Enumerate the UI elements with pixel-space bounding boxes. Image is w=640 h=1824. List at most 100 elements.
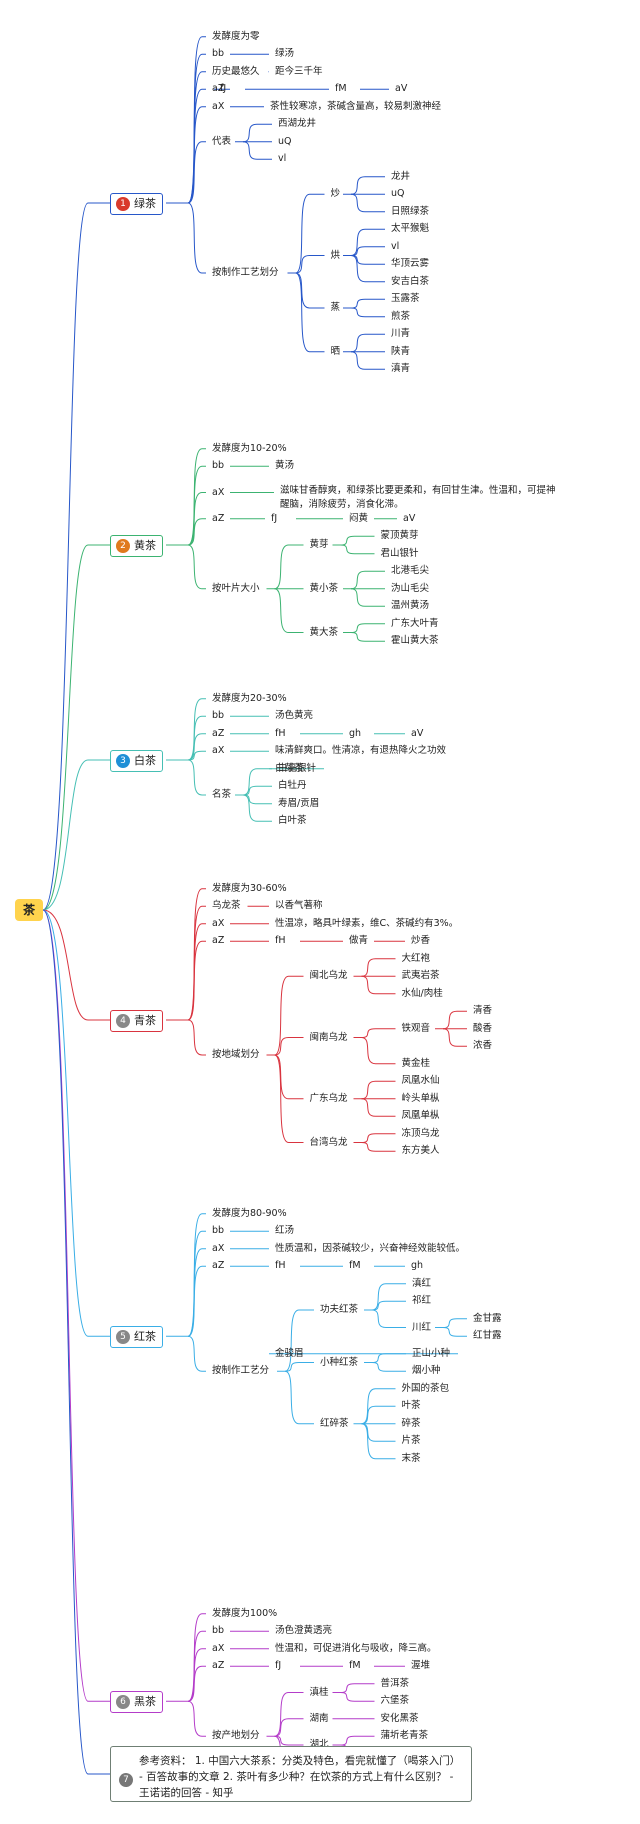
node-categories-4-kids-4-kids-2-kids-0[interactable]: 外国的茶包 [401, 1382, 450, 1394]
node-categories-3-kids-4[interactable]: 按地域划分 [212, 1049, 260, 1060]
chain-categories-2-kids-3-0[interactable]: 味清鲜爽口。性清凉，有退热降火之功效 [275, 745, 447, 757]
node-categories-4-kids-4-kids-2[interactable]: 红碎茶 [320, 1417, 349, 1429]
node-categories-0-kids-6-kids-1-kids-1[interactable]: vl [391, 240, 400, 252]
chain-categories-2-kids-2-2[interactable]: aV [411, 727, 424, 739]
chain-categories-5-kids-3-0[interactable]: fJ [275, 1660, 282, 1672]
node-categories-0-kids-0[interactable]: 发酵度为零 [212, 30, 260, 42]
node-categories-1-kids-4-kids-0-kids-1[interactable]: 君山银针 [380, 547, 419, 559]
node-categories-0-kids-6-kids-3-kids-1[interactable]: 陕青 [391, 345, 411, 357]
node-categories-5-kids-4-kids-1-kids-0[interactable]: 安化黑茶 [380, 1712, 419, 1724]
node-categories-3-kids-4-kids-3-kids-1[interactable]: 东方美人 [401, 1145, 440, 1157]
node-categories-0-kids-3[interactable]: aZ [212, 83, 225, 95]
node-categories-0-kids-5-kids-1[interactable]: uQ [278, 135, 292, 147]
chain-categories-4-kids-3-0[interactable]: fH [275, 1260, 286, 1272]
node-categories-3-kids-4-kids-3-kids-0[interactable]: 冻顶乌龙 [401, 1127, 440, 1139]
node-categories-1-kids-3[interactable]: aZ [212, 512, 225, 524]
node-categories-4-kids-3[interactable]: aZ [212, 1260, 225, 1272]
node-categories-3-kids-4-kids-2-kids-0[interactable]: 凤凰水仙 [401, 1075, 440, 1087]
node-categories-0-kids-5-kids-0[interactable]: 西湖龙井 [278, 118, 317, 130]
chain-categories-4-kids-4-kids-1-kids-0-0[interactable]: 金骏眉 [275, 1347, 304, 1359]
node-categories-1-kids-4-kids-0[interactable]: 黄芽 [309, 539, 329, 550]
chain-categories-2-kids-2-1[interactable]: gh [349, 727, 362, 739]
node-categories-3-kids-4-kids-2[interactable]: 广东乌龙 [309, 1092, 348, 1104]
node-categories-0-kids-2[interactable]: 历史最悠久 [212, 65, 260, 77]
node-categories-3-kids-1[interactable]: 乌龙茶 [212, 900, 241, 912]
node-categories-0-kids-5[interactable]: 代表 [212, 135, 232, 147]
node-categories-5-kids-2[interactable]: aX [212, 1642, 225, 1654]
node-categories-4-kids-0[interactable]: 发酵度为80-90% [212, 1207, 287, 1219]
node-categories-5-kids-3[interactable]: aZ [212, 1660, 225, 1672]
node-categories-4-kids-4[interactable]: 按制作工艺分 [212, 1365, 270, 1377]
chain-categories-3-kids-1-0[interactable]: 以香气著称 [275, 900, 323, 912]
chain-categories-4-kids-3-1[interactable]: fM [349, 1260, 361, 1272]
node-categories-0-kids-6-kids-0[interactable]: 炒 [330, 188, 341, 200]
node-categories-3-kids-4-kids-1-kids-0[interactable]: 铁观音 [401, 1022, 431, 1034]
node-categories-0-kids-6-kids-3-kids-0[interactable]: 川青 [391, 328, 411, 340]
node-categories-0-kids-6-kids-2-kids-1[interactable]: 煎茶 [391, 310, 411, 322]
node-categories-2-kids-2[interactable]: aZ [212, 727, 225, 739]
node-categories-3-kids-4-kids-1-kids-1[interactable]: 黄金桂 [401, 1057, 431, 1069]
chain-categories-4-kids-2-0[interactable]: 性质温和，因茶碱较少，兴奋神经效能较低。 [275, 1242, 466, 1254]
node-categories-5-kids-4[interactable]: 按产地划分 [212, 1730, 260, 1742]
node-categories-5-kids-4-kids-0-kids-1[interactable]: 六堡茶 [380, 1695, 410, 1707]
node-categories-3-kids-4-kids-0-kids-2[interactable]: 水仙/肉桂 [401, 987, 443, 999]
node-categories-0-kids-5-kids-2[interactable]: vl [278, 153, 287, 165]
chain-categories-1-kids-3-2[interactable]: aV [403, 512, 416, 524]
node-categories-3-kids-2[interactable]: aX [212, 917, 225, 929]
node-categories-2-kids-3[interactable]: aX [212, 745, 225, 757]
chain-categories-2-kids-2-0[interactable]: fH [275, 727, 286, 739]
chain-categories-0-kids-3-1[interactable]: fM [335, 83, 347, 95]
node-categories-1-kids-4-kids-0-kids-0[interactable]: 蒙顶黄芽 [380, 530, 419, 542]
node-categories-2-kids-4-kids-3[interactable]: 白叶茶 [278, 815, 307, 827]
chain-categories-0-kids-1-0[interactable]: 绿汤 [275, 48, 295, 60]
chain-categories-3-kids-2-0[interactable]: 性温凉，略具叶绿素，维C、茶碱约有3%。 [275, 917, 459, 929]
node-categories-3-kids-4-kids-0-kids-0[interactable]: 大红袍 [401, 952, 431, 964]
node-categories-1-kids-4-kids-2-kids-0[interactable]: 广东大叶青 [391, 617, 439, 629]
chain-categories-0-kids-3-0[interactable]: fJ [220, 83, 227, 95]
chain-categories-4-kids-1-0[interactable]: 红汤 [275, 1225, 295, 1237]
node-categories-0-kids-1[interactable]: bb [212, 48, 225, 60]
node-categories-1-kids-4-kids-2-kids-1[interactable]: 霍山黄大茶 [391, 635, 439, 647]
node-categories-4-kids-4-kids-0-kids-0[interactable]: 滇红 [412, 1277, 432, 1289]
node-categories-0-kids-6-kids-0-kids-1[interactable]: uQ [391, 188, 405, 200]
reference-node[interactable]: 7 参考资料： 1. 中国六大茶系：分类及特色，看完就懂了（喝茶入门） - 百答… [110, 1746, 472, 1802]
node-categories-2-kids-0[interactable]: 发酵度为20-30% [212, 692, 287, 704]
node-categories-5-kids-1[interactable]: bb [212, 1625, 225, 1637]
node-categories-3-kids-3[interactable]: aZ [212, 935, 225, 947]
node-categories-4-kids-4-kids-0-kids-2-kids-1[interactable]: 红甘露 [473, 1330, 502, 1342]
node-categories-3-kids-0[interactable]: 发酵度为30-60% [212, 882, 287, 894]
node-categories-5-kids-4-kids-0[interactable]: 滇桂 [309, 1686, 329, 1698]
node-categories-3-kids-4-kids-2-kids-1[interactable]: 岭头单枞 [401, 1092, 440, 1104]
chain-categories-0-kids-2-0[interactable]: 距今三千年 [275, 65, 323, 77]
chain-categories-3-kids-3-1[interactable]: 做青 [349, 935, 369, 947]
node-categories-1-kids-0[interactable]: 发酵度为10-20% [212, 442, 287, 454]
chain-categories-3-kids-3-0[interactable]: fH [275, 935, 286, 947]
node-categories-0-kids-6-kids-1-kids-0[interactable]: 太平猴魁 [391, 223, 430, 235]
chain-categories-5-kids-3-1[interactable]: fM [349, 1660, 361, 1672]
node-categories-1-kids-4-kids-2[interactable]: 黄大茶 [309, 626, 339, 638]
chain-categories-1-kids-3-1[interactable]: 闷黄 [349, 512, 369, 524]
node-categories-1-kids-4-kids-1-kids-2[interactable]: 温州黄汤 [391, 600, 430, 612]
node-categories-1-kids-4[interactable]: 按叶片大小 [212, 582, 260, 594]
node-categories-0-kids-4[interactable]: aX [212, 100, 225, 112]
node-categories-1-kids-4-kids-1[interactable]: 黄小茶 [309, 582, 339, 594]
node-categories-3-kids-4-kids-1[interactable]: 闽南乌龙 [309, 1031, 348, 1043]
chain-categories-3-kids-3-2[interactable]: 炒香 [411, 935, 431, 947]
node-categories-3-kids-4-kids-1-kids-0-kids-1[interactable]: 酸香 [473, 1022, 493, 1034]
root-node[interactable]: 茶 [15, 899, 43, 921]
node-categories-1-kids-2[interactable]: aX [212, 486, 225, 498]
node-categories-5-kids-4-kids-2-kids-0[interactable]: 蒲圻老青茶 [380, 1730, 429, 1742]
node-categories-3-kids-4-kids-2-kids-2[interactable]: 凤凰单枞 [401, 1110, 440, 1122]
chain-categories-5-kids-1-0[interactable]: 汤色澄黄透亮 [275, 1625, 333, 1637]
node-categories-1-kids-4-kids-1-kids-0[interactable]: 北港毛尖 [391, 565, 430, 577]
chain-categories-0-kids-4-0[interactable]: 茶性较寒凉，茶碱含量高，较易刺激神经 [270, 100, 442, 112]
node-categories-4-kids-1[interactable]: bb [212, 1225, 225, 1237]
chain-categories-1-kids-2-0[interactable]: 滋味甘香醇爽，和绿茶比要更柔和，有回甘生津。性温和，可提神醒脑，消除疲劳，消食化… [280, 484, 556, 510]
node-categories-4-kids-4-kids-0-kids-2[interactable]: 川红 [412, 1321, 432, 1333]
node-categories-0-kids-6-kids-3-kids-2[interactable]: 滇青 [391, 363, 411, 375]
chain-categories-0-kids-3-2[interactable]: aV [395, 83, 408, 95]
